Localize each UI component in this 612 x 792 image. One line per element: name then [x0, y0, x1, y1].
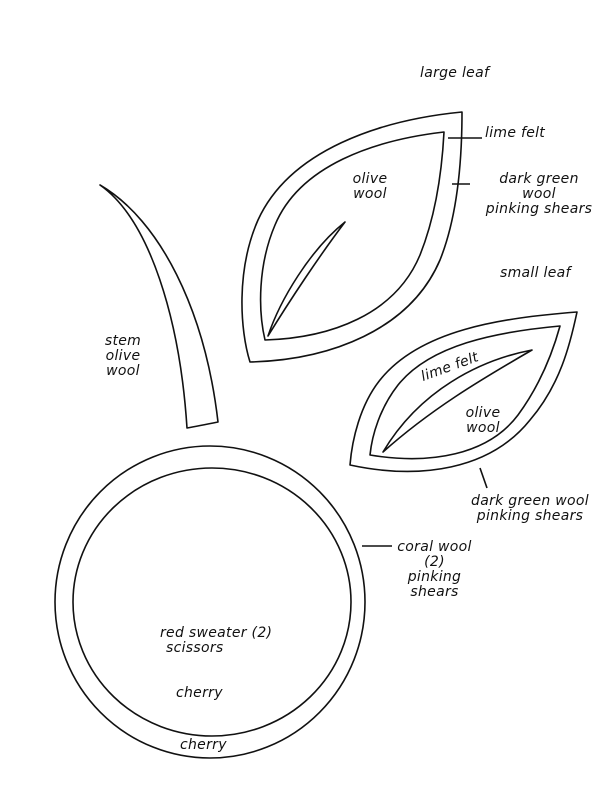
label-line: dark green wool: [471, 493, 589, 509]
label-line: wool: [522, 186, 556, 202]
label-line: shears: [410, 584, 459, 600]
label-line: (2): [424, 554, 445, 570]
cherry-outer-label: coral wool (2) pinking shears: [392, 540, 477, 600]
large-leaf-inner: [259, 131, 445, 341]
cherry-inner-circle: [72, 467, 352, 737]
label-line: wool: [106, 363, 140, 379]
small-leaf-edge-label: dark green wool pinking shears: [450, 494, 610, 524]
label-line: wool: [353, 186, 387, 202]
large-leaf-vein: [267, 221, 346, 337]
small-leaf-outer: [349, 311, 578, 473]
large-leaf-edge-label: dark green wool pinking shears: [474, 172, 604, 217]
label-line: stem: [104, 333, 142, 349]
label-line: olive: [465, 405, 501, 421]
large-leaf-outer: [241, 111, 463, 363]
label-line: wool: [466, 420, 500, 436]
large-leaf-outer-label: lime felt: [485, 125, 546, 141]
large-leaf-inner-label: olive wool: [345, 172, 395, 202]
large-leaf-title: large leaf: [420, 65, 490, 81]
small-leaf-title: small leaf: [500, 265, 571, 281]
cherry-outer-circle: [54, 445, 366, 759]
small-leaf-vein: [382, 349, 533, 453]
small-leaf-inner-label: olive wool: [458, 406, 508, 436]
stem-shape: [99, 184, 219, 429]
label-line: coral wool: [397, 539, 472, 555]
stem-label: stem olive wool: [98, 334, 148, 379]
leader-line: [479, 467, 488, 489]
label-line: pinking shears: [485, 201, 593, 217]
cherry-inner-name: cherry: [176, 685, 223, 701]
label-line: olive: [352, 171, 388, 187]
small-leaf-inner: [369, 325, 561, 460]
label-line: red sweater (2): [160, 625, 273, 641]
label-line: pinking shears: [476, 508, 584, 524]
label-line: scissors: [166, 640, 224, 656]
label-line: olive: [105, 348, 141, 364]
cherry-outer-name: cherry: [180, 737, 227, 753]
label-line: pinking: [407, 569, 462, 585]
label-line: dark green: [499, 171, 579, 187]
cherry-inner-label: red sweater (2) scissors: [160, 626, 300, 656]
